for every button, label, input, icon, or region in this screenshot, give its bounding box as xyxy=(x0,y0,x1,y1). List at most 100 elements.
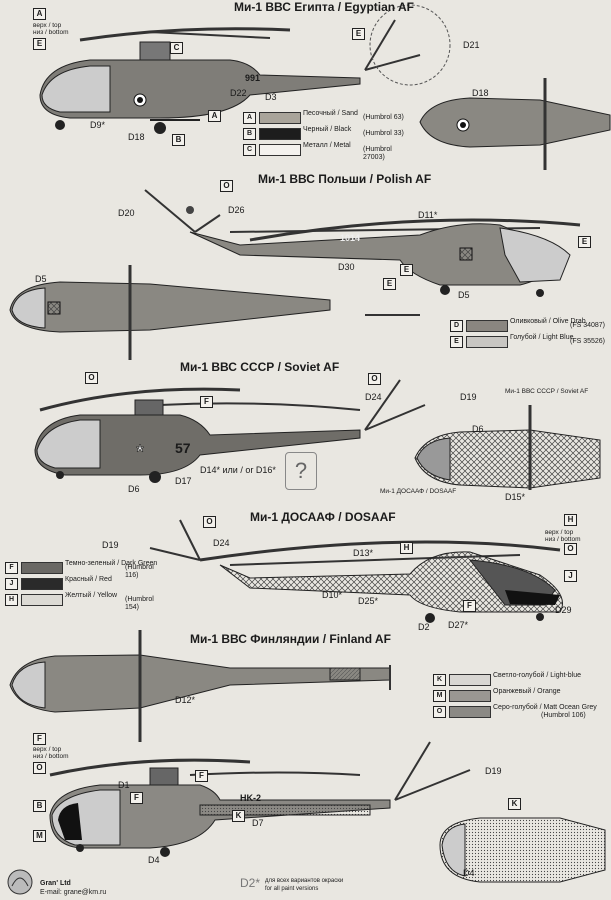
legend-row: C Металл / Metal (Humbrol 27003) xyxy=(243,142,413,161)
finland-top-view xyxy=(9,630,391,742)
label-D4b: D4 xyxy=(463,868,475,878)
legend-key: B xyxy=(243,128,256,140)
legend-key: F xyxy=(5,562,18,574)
label-F: F xyxy=(200,396,213,408)
label-O2: O xyxy=(85,372,98,384)
label-B: B xyxy=(172,134,185,146)
legend-key: E xyxy=(450,336,463,348)
label-D14: D14* или / or D16* xyxy=(200,465,276,475)
legend-code: (Humbrol 27003) xyxy=(363,146,392,161)
legend-dosaaf: F Темно-зеленый / Dark Green (Humbrol 11… xyxy=(5,560,165,611)
legend-row: D Оливковый / Olive Drab (FS 34087) xyxy=(450,318,610,334)
label-O3: O xyxy=(368,373,381,385)
label-H2: H xyxy=(400,542,413,554)
legend-key: J xyxy=(5,578,18,590)
legend-key: O xyxy=(433,706,446,718)
label-D2: D2 xyxy=(418,622,430,632)
poland-side-view xyxy=(144,189,581,297)
swatch-light-blue xyxy=(466,336,508,348)
legend-code: (FS 34087) xyxy=(570,322,606,329)
label-E3: E xyxy=(578,236,591,248)
finland-serial: HK-2 xyxy=(240,793,262,803)
legend-key: M xyxy=(433,690,446,702)
label-D25: D25* xyxy=(358,596,379,606)
label-D6b: D6 xyxy=(128,484,140,494)
label-H: H xyxy=(564,514,577,526)
legend-code: (Humbrol 106) xyxy=(541,712,586,719)
label-D1: D1 xyxy=(118,780,130,790)
egypt-top-view xyxy=(419,78,611,170)
label-D10: D10* xyxy=(322,590,343,600)
legend-row: O Серо-голубой / Matt Ocean Grey (Humbro… xyxy=(433,704,609,720)
ussr-top-note: Ми-1 ВВС СССР / Soviet AF xyxy=(505,388,589,395)
legend-code: (Humbrol 63) xyxy=(363,114,404,121)
question-mark: ? xyxy=(285,452,317,490)
label-D6a: D6 xyxy=(472,424,484,434)
title-dosaaf: Ми-1 ДОСААФ / DOSAAF xyxy=(250,510,396,524)
label-D21: D21 xyxy=(463,40,480,50)
footer-company: Gran' Ltd xyxy=(40,880,71,887)
legend-key: K xyxy=(433,674,446,686)
poland-serial: 1014 xyxy=(340,233,361,243)
label-M: M xyxy=(33,830,46,842)
label-D19a: D19 xyxy=(460,392,477,402)
label-D30: D30 xyxy=(338,262,355,272)
label-D18a: D18 xyxy=(128,132,145,142)
legend-row: J Красный / Red xyxy=(5,576,165,592)
finland-side-view xyxy=(49,741,471,857)
label-D7: D7 xyxy=(252,818,264,828)
label-O: O xyxy=(220,180,233,192)
finland-bottom-view xyxy=(439,817,606,883)
legend-row: M Оранжевый / Orange xyxy=(433,688,609,704)
legend-row: A Песочный / Sand (Humbrol 63) xyxy=(243,110,413,126)
legend-key: A xyxy=(243,112,256,124)
label-D3: D3 xyxy=(265,92,277,102)
gran-logo xyxy=(7,869,33,895)
swatch-red xyxy=(21,578,63,590)
legend-name: Красный / Red xyxy=(65,576,112,583)
label-F5: F xyxy=(130,792,143,804)
title-finland: Ми-1 ВВС Финляндии / Finland AF xyxy=(190,632,391,646)
legend-egypt: A Песочный / Sand (Humbrol 63) B Черный … xyxy=(243,110,413,161)
label-D20: D20 xyxy=(118,208,135,218)
label-D19b: D19 xyxy=(102,540,119,550)
swatch-olive-drab xyxy=(466,320,508,332)
label-F2: F xyxy=(463,600,476,612)
swatch-metal xyxy=(259,144,301,156)
footer-email: E-mail: grane@km.ru xyxy=(40,889,107,896)
legend-name: Светло-голубой / Light-blue xyxy=(493,672,581,679)
legend-code: (Humbrol 33) xyxy=(363,130,404,137)
title-egypt: Ми-1 ВВС Египта / Egyptian AF xyxy=(234,0,414,14)
dosaaf-note: Ми-1 ДОСААФ / DOSAAF xyxy=(380,488,457,495)
footer-d2-note-en: for all paint versions xyxy=(265,886,319,892)
swatch-orange xyxy=(449,690,491,702)
label-D24b: D24 xyxy=(213,538,230,548)
swatch-light-blue-fin xyxy=(449,674,491,686)
egypt-serial: 991 xyxy=(245,73,261,83)
legend-name: Металл / Metal xyxy=(303,142,351,149)
swatch-black xyxy=(259,128,301,140)
label-E: E xyxy=(33,38,46,50)
label-D26: D26 xyxy=(228,205,245,215)
view-key-bottom: низ / bottom xyxy=(33,29,69,36)
label-D24a: D24 xyxy=(365,392,382,402)
label-A2: A xyxy=(208,110,221,122)
label-D12: D12* xyxy=(175,695,196,705)
egypt-side-view xyxy=(39,4,451,134)
legend-row: H Желтый / Yellow (Humbrol 154) xyxy=(5,592,165,611)
view-key-bottom-2: низ / bottom xyxy=(545,536,581,543)
label-E2: E xyxy=(352,28,365,40)
label-D22: D22 xyxy=(230,88,247,98)
ussr-side-view xyxy=(34,379,426,483)
label-D19c: D19 xyxy=(485,766,502,776)
label-O5: O xyxy=(564,543,577,555)
legend-name: Черный / Black xyxy=(303,126,352,133)
label-D5a: D5 xyxy=(458,290,470,300)
view-key-bottom-3: низ / bottom xyxy=(33,753,69,760)
label-D11: D11* xyxy=(418,210,438,220)
label-K2: K xyxy=(232,810,245,822)
label-D13: D13* xyxy=(353,548,374,558)
legend-key: H xyxy=(5,594,18,606)
legend-finland: K Светло-голубой / Light-blue M Оранжевы… xyxy=(433,672,609,720)
